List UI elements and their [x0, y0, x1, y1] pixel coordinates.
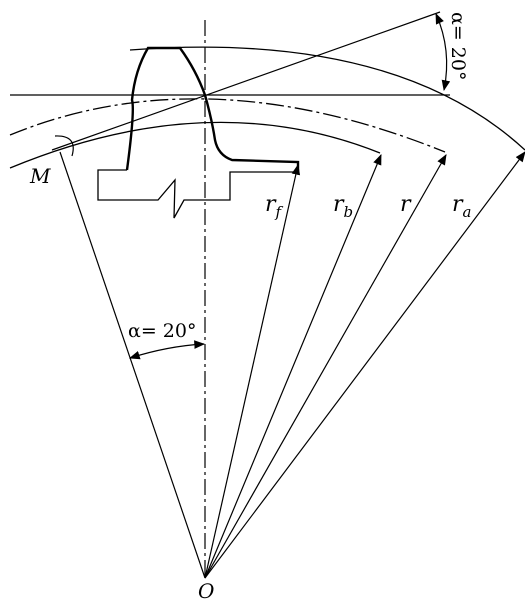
- angle-mark-m: [54, 135, 74, 157]
- gear-tooth-profile: [125, 46, 300, 172]
- radius-to-m: [59, 151, 206, 579]
- rb-radius-arrow: [204, 154, 382, 579]
- base-circle-arc: [9, 121, 381, 169]
- label-ra: ra: [452, 192, 471, 221]
- label-m: M: [29, 164, 51, 188]
- line-of-action: [51, 11, 441, 151]
- label-rb: rb: [333, 192, 353, 221]
- addendum-circle-arc: [129, 46, 525, 151]
- label-r: r: [400, 192, 412, 217]
- rf-radius-arrow: [204, 163, 301, 579]
- label-o: O: [198, 579, 214, 599]
- pitch-circle-arc: [9, 98, 446, 153]
- alpha-top-arc: [435, 13, 451, 92]
- label-rf: rf: [265, 192, 284, 221]
- label-alpha-top: α= 20°: [447, 12, 469, 80]
- gear-root-break: [97, 169, 298, 219]
- label-alpha-bottom: α= 20°: [128, 320, 196, 342]
- r-radius-arrow: [204, 154, 447, 579]
- ra-radius-arrow: [204, 151, 525, 579]
- alpha-bottom-arc: [128, 340, 206, 360]
